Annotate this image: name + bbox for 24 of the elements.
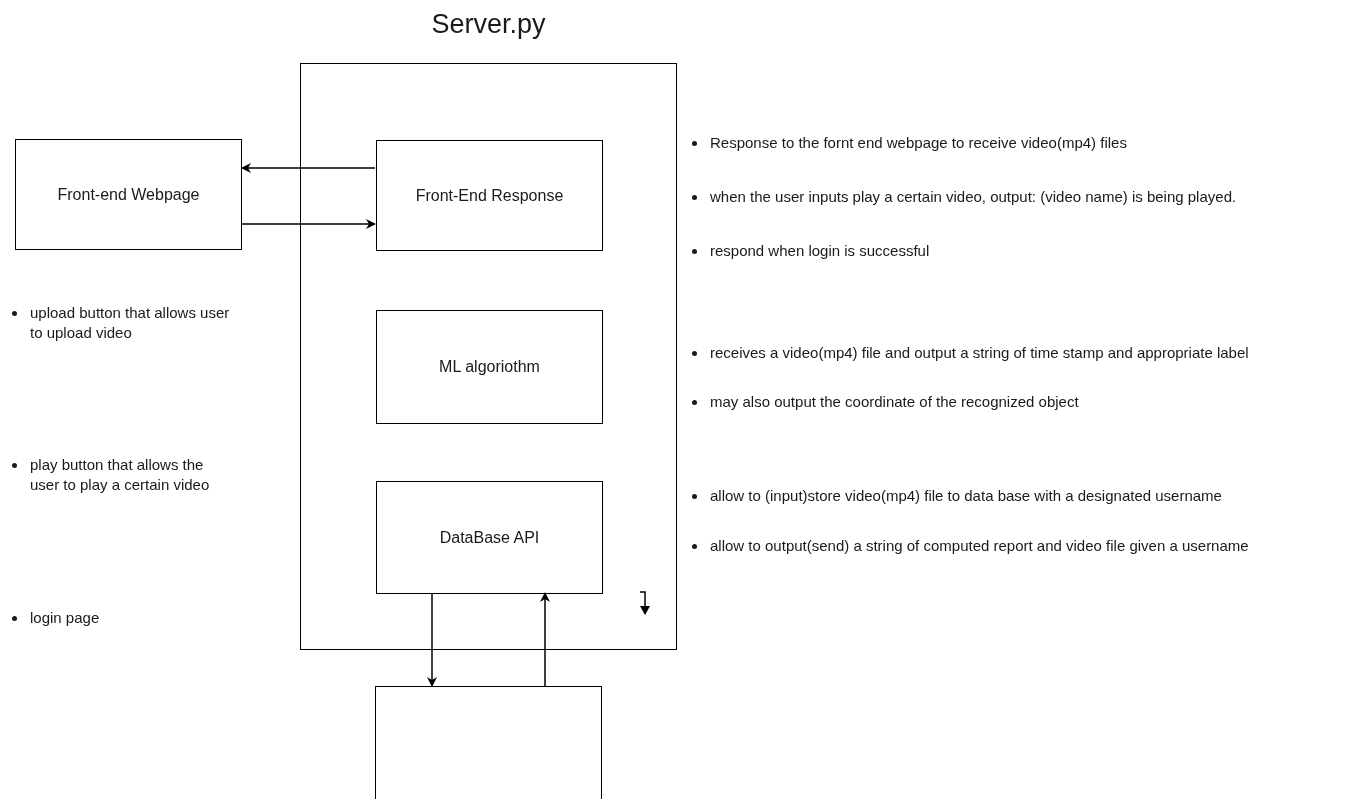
- bullet-note: respond when login is successful: [710, 241, 931, 261]
- arrow: [241, 219, 376, 229]
- node-label: Front-end Webpage: [57, 184, 200, 205]
- bullet-note: may also output the coordinate of the recognized object: [710, 392, 1080, 412]
- bullet-note: upload button that allows user to upload video: [30, 303, 230, 342]
- bullet-note: play button that allows the user to play a certain video: [30, 455, 211, 494]
- bullet-note: when the user inputs play a certain video, output: (video name) is being played.: [710, 187, 1238, 207]
- bullet-note: allow to (input)store video(mp4) file to data base with a designated username: [710, 486, 1223, 506]
- process-box: [15, 139, 242, 250]
- bullet-note: receives a video(mp4) file and output a string of time stamp and appropriate label: [710, 343, 1250, 363]
- node-label: Front-End Response: [415, 185, 564, 206]
- process-box: [376, 140, 603, 251]
- node-label: DataBase API: [439, 527, 540, 548]
- node-label: ML algoriothm: [439, 357, 540, 377]
- process-box: [376, 481, 603, 594]
- empty-box: [375, 686, 602, 799]
- arrow: [427, 592, 437, 687]
- bullet-note: login page: [30, 608, 101, 628]
- arrow: [540, 592, 550, 687]
- bullet-note: allow to output(send) a string of computed report and video file given a username: [710, 536, 1250, 556]
- bullet-note: Response to the fornt end webpage to receive video(mp4) files: [710, 133, 1128, 153]
- container-title: Server.py: [430, 9, 547, 40]
- process-box: [376, 310, 603, 424]
- arrow: [241, 163, 376, 173]
